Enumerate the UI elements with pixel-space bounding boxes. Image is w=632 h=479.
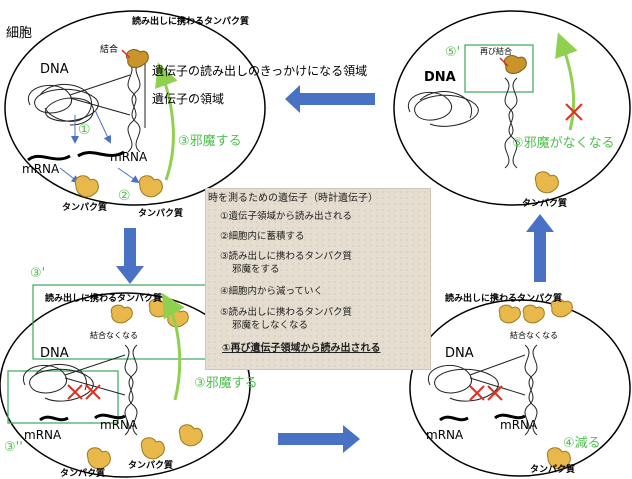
dna-tangle-top-right	[407, 91, 479, 127]
mrna-label-bottom-left-b: mRNA	[100, 418, 138, 432]
explanation-line-5b: 邪魔をしなくなる	[232, 320, 309, 331]
step3-label-top-left: ③邪魔する	[178, 134, 242, 149]
red-x-bottom-left	[67, 384, 101, 400]
red-x-top-right	[565, 103, 583, 121]
explanation-line-5a: ⑤読み出しに携わるタンパク質	[220, 307, 353, 318]
green-arrow-bottom-left	[161, 292, 185, 401]
cell-top-right	[393, 10, 631, 206]
protein-label-bottom-right: タンパク質	[530, 465, 576, 475]
protein-top-left-b	[138, 175, 163, 198]
explanation-line-3a: ③読み出しに携わるタンパク質	[220, 251, 353, 262]
explanation-line-4: ④細胞内から減っていく	[220, 286, 324, 297]
explanation-box: 時を測るための遺伝子（時計遺伝子） ①遺伝子領域から読み出される ②細胞内に蓄積…	[205, 188, 431, 370]
no-bind-label-bottom-left: 結合なくなる	[90, 331, 138, 340]
step1-label: ①	[78, 122, 91, 138]
protein-top-left-a	[74, 175, 99, 198]
arrow-left-down	[116, 228, 144, 284]
protein-label-bottom-left-b: タンパク質	[128, 461, 174, 471]
protein-label-bottom-left-a: タンパク質	[60, 469, 106, 479]
step3pp-label: ③''	[4, 440, 23, 455]
green-box-top-right	[464, 44, 534, 93]
explanation-line-1: ①遺伝子領域から読み出される	[220, 211, 353, 222]
mrna-label-bottom-right-a: mRNA	[426, 428, 464, 442]
dna-label-bottom-right: DNA	[445, 346, 474, 361]
explanation-line-3b: 邪魔をする	[232, 264, 280, 275]
cell-bottom-left	[0, 292, 251, 478]
step3-label-bottom-left: ③邪魔する	[194, 376, 258, 391]
cell-top-left	[4, 10, 266, 206]
dna-label-top-right: DNA	[424, 70, 456, 85]
dna-tangle-bottom-left	[22, 354, 126, 402]
dna-tangle-bottom-right	[427, 354, 526, 402]
protein-label-top-left-a: タンパク質	[62, 203, 108, 213]
green-arrow-top-right	[555, 32, 578, 131]
protein-label-top-left-b: タンパク質	[138, 209, 184, 219]
arrow-bottom	[278, 425, 360, 453]
step4-label: ④減る	[563, 436, 601, 451]
dna-label-bottom-left: DNA	[40, 346, 69, 361]
protein-top-right	[534, 171, 559, 194]
mrna-label-top-left-a: mRNA	[22, 162, 60, 176]
step3p-label: ③'	[30, 266, 46, 281]
protein-label-top-right: タンパク質	[522, 199, 568, 209]
rebind-label: 再び結合	[480, 47, 512, 56]
protein-rebound-top-right	[504, 55, 527, 74]
dna-label-top-left: DNA	[40, 62, 69, 77]
protein-bound-top-left	[126, 49, 149, 68]
protein-head-bottom-left: 読み出しに携わるタンパク質	[45, 294, 163, 304]
green-box-bottom-left-dna	[7, 370, 119, 424]
explanation-line-6: ①再び遺伝子領域から読み出される	[222, 343, 381, 354]
dna-helix-bottom-right	[524, 344, 538, 436]
gene-region-label: 遺伝子の領域	[152, 92, 225, 106]
arrow-top	[285, 85, 375, 113]
explanation-line-2: ②細胞内に蓄積する	[220, 231, 305, 242]
mrna-label-top-left-b: mRNA	[110, 150, 148, 164]
cell-label: 細胞	[6, 26, 33, 41]
dna-helix-top-right	[504, 77, 518, 169]
protein-head-bottom-right: 読み出しに携わるタンパク質	[445, 294, 563, 304]
step5p-label: ⑤'	[445, 45, 461, 60]
trigger-region-label: 遺伝子の読み出しのきっかけになる領域	[152, 64, 368, 78]
explanation-title: 時を測るための遺伝子（時計遺伝子）	[208, 193, 378, 204]
bind-label: 結合	[100, 45, 119, 55]
green-arrow-top-left	[155, 62, 178, 181]
dna-helix-bottom-left	[124, 344, 138, 436]
dna-tangle-top-left	[27, 74, 131, 126]
mrna-label-bottom-right-b: mRNA	[500, 418, 538, 432]
dna-helix-top-left	[127, 61, 141, 153]
step5-label: ⑤邪魔がなくなる	[512, 136, 615, 151]
step2-label: ②	[118, 188, 131, 204]
no-bind-label-bottom-right: 結合なくなる	[510, 331, 558, 340]
arrow-right-up	[526, 214, 554, 282]
mrna-label-bottom-left-a: mRNA	[24, 428, 62, 442]
red-x-bottom-right	[469, 385, 503, 401]
protein-head-top-left: 読み出しに携わるタンパク質	[132, 17, 250, 27]
cell-bottom-right	[409, 299, 631, 477]
